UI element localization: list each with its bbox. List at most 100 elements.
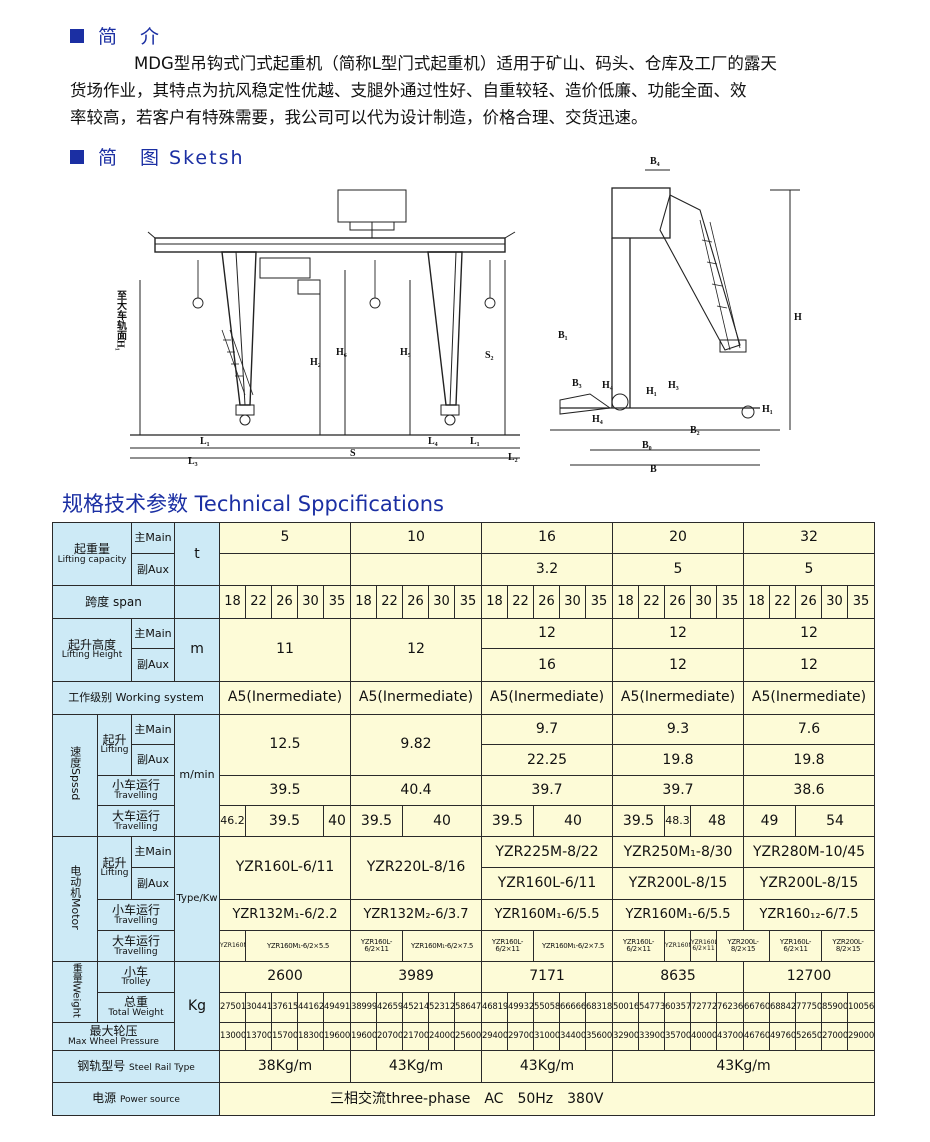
table-cell: A5(Inermediate)	[743, 680, 876, 715]
table-cell: YZR132M₂-6/3.7	[350, 898, 483, 932]
table-cell: 30	[559, 585, 587, 619]
table-cell: 35	[847, 585, 876, 619]
table-cell: YZR200L-8/15	[743, 867, 876, 900]
table-cell: 60357	[664, 991, 692, 1024]
table-cell: 2600	[219, 961, 352, 993]
table-cell: 18	[612, 585, 640, 619]
table-cell: 30	[297, 585, 325, 619]
table-cell: 21700	[402, 1022, 430, 1051]
dim-label: S₂	[485, 350, 494, 361]
table-cell: YZR160M₁-6/2×5.5	[219, 930, 247, 963]
table-cell: 18300	[297, 1022, 325, 1051]
table-cell: 30	[821, 585, 849, 619]
table-cell: 48	[690, 805, 745, 837]
unit-cell	[174, 585, 221, 619]
table-cell: YZR160M₁-6/5.5	[612, 898, 745, 932]
dim-label: B	[650, 464, 657, 475]
table-cell: 26	[402, 585, 430, 619]
dim-label: L₁	[470, 436, 480, 447]
table-cell: 39.5	[219, 774, 352, 807]
table-cell: YZR250M₁-8/30	[612, 835, 745, 869]
table-cell: 37615	[271, 991, 299, 1024]
span-label: 跨度 span	[51, 585, 176, 619]
table-cell: 30	[690, 585, 718, 619]
table-cell: 12	[743, 648, 876, 682]
dim-label: H₂	[310, 357, 321, 368]
sketch-heading: 简 图 Sketsh	[70, 143, 245, 170]
dim-label: H₁	[762, 404, 773, 415]
table-cell: YZR200L-8/2×15	[821, 930, 876, 963]
table-cell	[219, 552, 352, 587]
table-cell: 35	[454, 585, 483, 619]
table-cell: 46819	[481, 991, 509, 1024]
table-cell: 35700	[664, 1022, 692, 1051]
dim-label: H	[794, 312, 802, 323]
table-cell: YZR160M₁-6/2×7.5	[533, 930, 614, 963]
table-cell: YZR160M₁-6/5.5	[481, 898, 614, 932]
spec-title: 规格技术参数 Technical Sppcifications	[62, 492, 444, 516]
intro-line: MDG型吊钩式门式起重机（简称L型门式起重机）适用于矿山、码头、仓库及工厂的露天	[134, 54, 777, 73]
table-cell: 18	[350, 585, 378, 619]
table-cell: 16	[481, 522, 614, 554]
table-cell: 31000	[533, 1022, 561, 1051]
table-cell: 39.5	[245, 805, 325, 837]
table-cell: 68842	[769, 991, 797, 1024]
aux-label: 副Aux	[131, 867, 176, 900]
table-cell: 52312	[428, 991, 456, 1024]
table-cell: 22	[769, 585, 797, 619]
table-cell: 12	[481, 617, 614, 650]
dim-label: 至大车轨面H₁	[115, 290, 127, 351]
table-cell: A5(Inermediate)	[612, 680, 745, 715]
table-cell: 39.5	[350, 805, 404, 837]
unit-cell: t	[174, 521, 221, 587]
table-cell: 40	[402, 805, 483, 837]
table-cell: 25600	[454, 1022, 483, 1051]
table-cell: 27501	[219, 991, 247, 1024]
dim-label: H₅	[400, 347, 411, 358]
table-cell: 12	[612, 617, 745, 650]
table-cell: 38Kg/m	[219, 1049, 352, 1084]
table-cell: 26	[795, 585, 823, 619]
table-cell: 48.3	[664, 805, 692, 837]
table-cell: 39.5	[481, 805, 535, 837]
table-cell: 26	[664, 585, 692, 619]
table-cell: 26	[271, 585, 299, 619]
unit-cell: m	[174, 617, 221, 682]
dim-label: H₁	[646, 386, 657, 397]
table-cell: 43Kg/m	[350, 1049, 483, 1084]
table-cell: 68318	[585, 991, 614, 1024]
table-cell: 24000	[428, 1022, 456, 1051]
dim-label: H₃	[668, 380, 679, 391]
table-cell: 49760	[769, 1022, 797, 1051]
speed-group-label: 速度Spssd	[52, 713, 98, 837]
table-cell: YZR160L-6/11	[481, 867, 614, 900]
table-cell: 19.8	[743, 744, 876, 776]
main-label: 主Main	[131, 835, 176, 869]
table-cell: 40	[533, 805, 614, 837]
unit-cell: m/min	[174, 713, 221, 837]
dim-label: B₄	[650, 156, 660, 167]
table-cell: 29700	[507, 1022, 535, 1051]
table-cell: 18	[481, 585, 509, 619]
table-cell: 40.4	[350, 774, 483, 807]
dim-label: H₄	[592, 414, 603, 425]
table-cell: 30	[428, 585, 456, 619]
table-cell: 52650	[795, 1022, 823, 1051]
main-label: 主Main	[131, 522, 176, 554]
intro-heading: 简 介	[70, 22, 161, 49]
table-cell: 15700	[271, 1022, 299, 1051]
table-row: 电源 Power source 三相交流three-phase AC 50Hz …	[51, 1082, 876, 1116]
table-cell: 32900	[612, 1022, 640, 1051]
dim-label: H₆	[336, 347, 347, 358]
table-cell: 43Kg/m	[612, 1049, 876, 1084]
table-cell: 49932	[507, 991, 535, 1024]
table-row: 副Aux YZR160L-6/11 YZR200L-8/15 YZR200L-8…	[53, 867, 876, 900]
table-cell: 39.7	[481, 774, 614, 807]
